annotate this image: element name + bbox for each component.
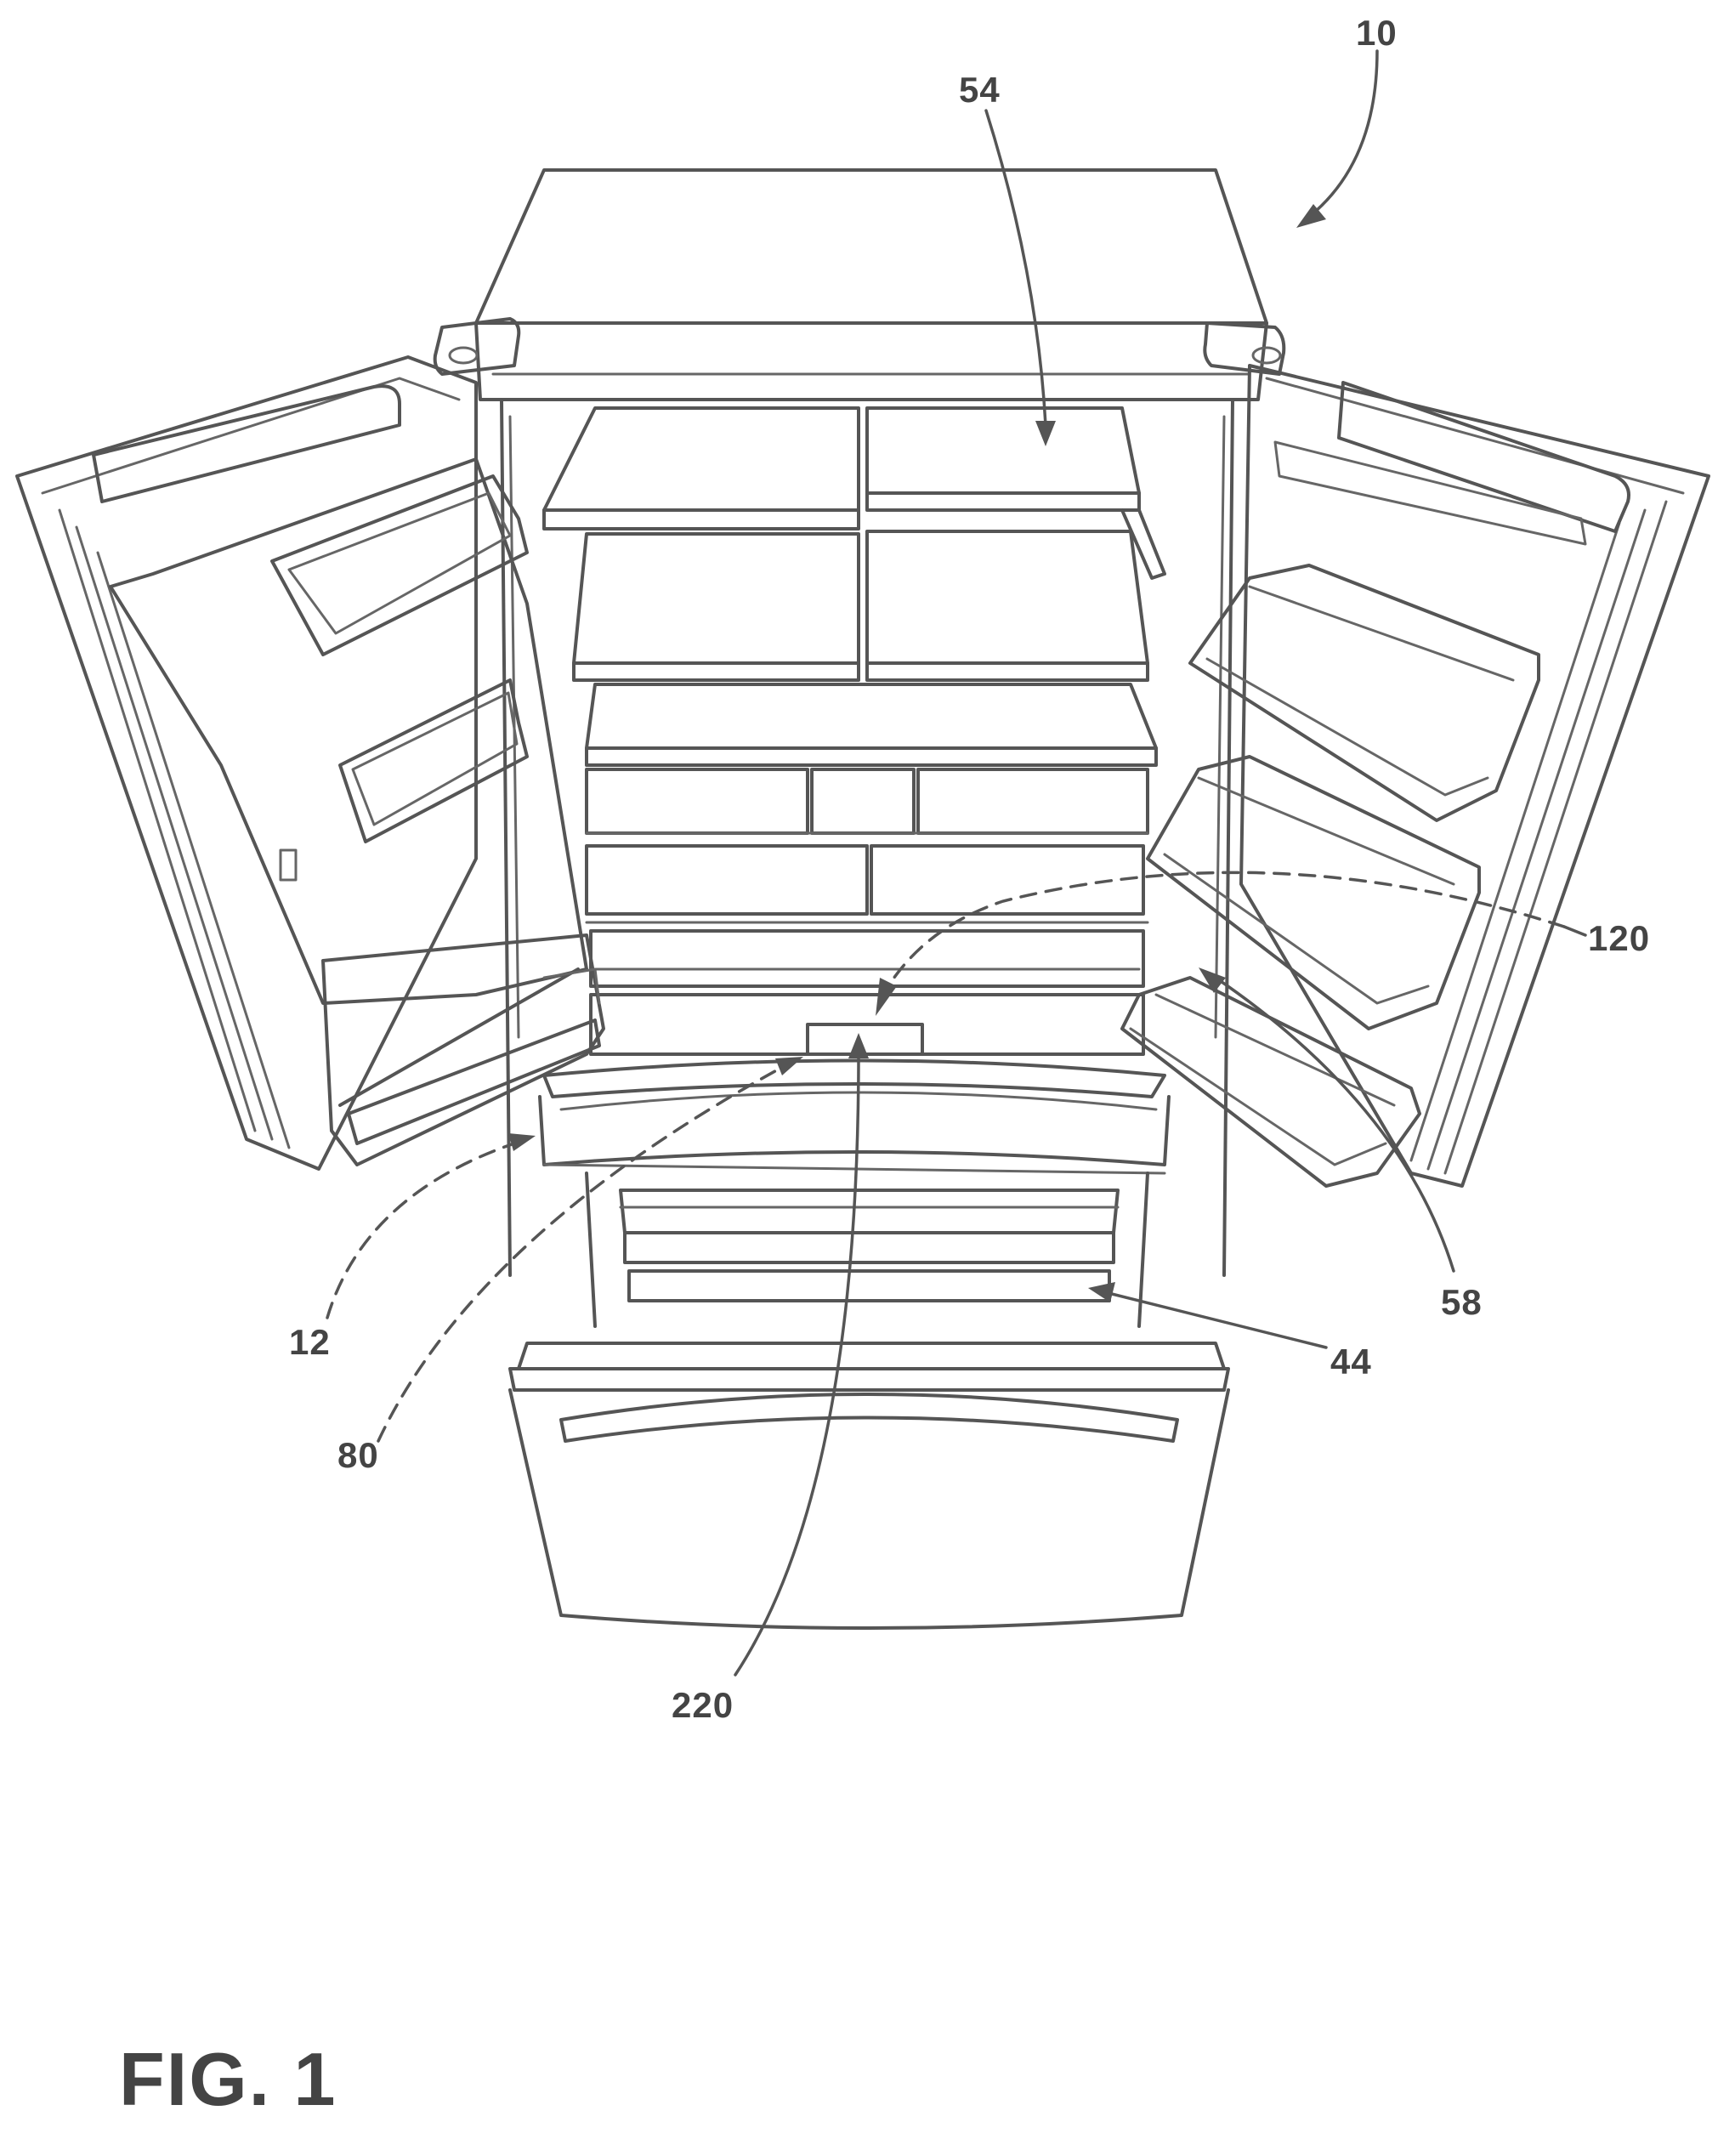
right-hinge bbox=[1205, 323, 1284, 374]
leader-10 bbox=[1296, 51, 1377, 228]
freezer-drawer bbox=[510, 1343, 1228, 1628]
shelf-2 bbox=[574, 510, 1165, 680]
left-door-bin bbox=[323, 935, 604, 1165]
lower-shelves bbox=[591, 931, 1143, 1054]
label-58: 58 bbox=[1441, 1282, 1483, 1323]
freezer-compartment bbox=[587, 1173, 1148, 1326]
pantry-drawer bbox=[540, 1061, 1169, 1174]
figure-caption: FIG. 1 bbox=[119, 2036, 337, 2123]
right-door bbox=[1241, 366, 1709, 1186]
label-120: 120 bbox=[1588, 918, 1650, 959]
label-12: 12 bbox=[289, 1322, 331, 1363]
label-10: 10 bbox=[1356, 13, 1398, 54]
dashed-leader-12 bbox=[327, 1133, 536, 1318]
leader-54 bbox=[986, 111, 1056, 446]
shelf-3 bbox=[587, 684, 1156, 765]
label-54: 54 bbox=[959, 70, 1001, 111]
crisper-drawers bbox=[587, 769, 1148, 922]
leader-120-tick bbox=[1564, 927, 1585, 935]
label-44: 44 bbox=[1330, 1342, 1372, 1382]
cabinet-top bbox=[476, 170, 1267, 400]
leader-44 bbox=[1088, 1282, 1326, 1348]
leader-220 bbox=[735, 1033, 869, 1675]
label-220: 220 bbox=[672, 1685, 734, 1726]
label-80: 80 bbox=[337, 1435, 379, 1476]
